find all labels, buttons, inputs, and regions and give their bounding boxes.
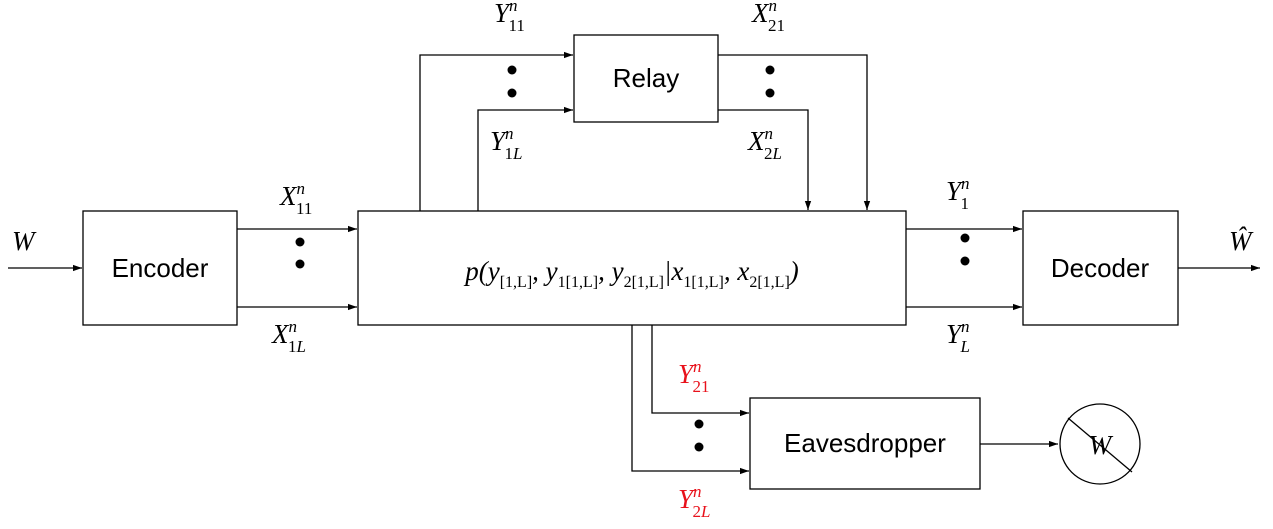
x21-arrow — [718, 54, 871, 210]
strike-through-line — [1067, 417, 1133, 473]
ellipsis-dot — [765, 65, 775, 75]
ellipsis-dot — [694, 442, 704, 452]
y2L-arrow — [631, 325, 749, 475]
decoder-label: Decoder — [1051, 253, 1150, 283]
relay-label: Relay — [613, 63, 679, 93]
encoder-block: Encoder — [82, 210, 238, 326]
ellipsis-dot — [295, 259, 305, 269]
ellipsis-dot — [960, 233, 970, 243]
ellipsis-dot — [507, 88, 517, 98]
channel-block: p(y[1,L], y1[1,L], y2[1,L]|x1[1,L], x2[1… — [357, 210, 907, 326]
ellipsis-dot — [960, 256, 970, 266]
encoder-label: Encoder — [112, 253, 209, 283]
y21-arrow — [651, 325, 749, 417]
x2L-arrow — [718, 109, 812, 210]
message-estimate-label: Ŵ — [1229, 226, 1254, 256]
no-information-symbol: W — [1059, 403, 1141, 485]
ellipsis-dot — [694, 419, 704, 429]
eavesdropper-message-label: W — [1089, 430, 1114, 460]
eavesdropper-block: Eavesdropper — [749, 397, 981, 490]
ellipsis-dot — [295, 237, 305, 247]
y11-arrow — [419, 51, 573, 211]
message-input-label: W — [12, 226, 37, 256]
decoder-block: Decoder — [1022, 210, 1179, 326]
ellipsis-dot — [507, 65, 517, 75]
relay-block: Relay — [573, 34, 719, 123]
ellipsis-dot — [765, 88, 775, 98]
y1L-arrow — [477, 106, 573, 211]
eavesdropper-label: Eavesdropper — [784, 428, 946, 458]
